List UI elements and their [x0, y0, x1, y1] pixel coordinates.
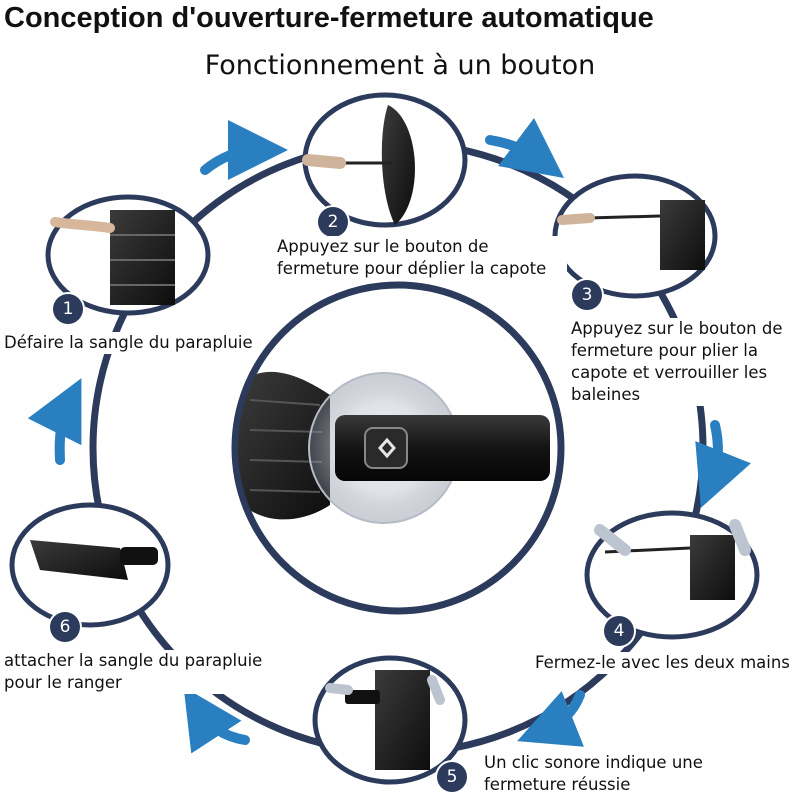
step-3-image [552, 173, 718, 299]
step-4-number: 4 [604, 616, 634, 646]
page-title: Conception d'ouverture-fermeture automat… [4, 2, 654, 34]
step-5-text: Un clic sonore indique une fermeture réu… [484, 752, 744, 796]
step-1-number: 1 [53, 294, 83, 324]
cycle-arrows [27, 118, 751, 754]
arrow-1-to-2 [200, 120, 288, 181]
arrow-4-to-5 [517, 690, 585, 747]
step-4-text: Fermez-le avec les deux mains [535, 652, 797, 674]
arrow-5-to-6 [183, 686, 250, 754]
step-5-image [312, 655, 468, 785]
step-1-image [45, 194, 211, 316]
step-3-number: 3 [572, 280, 602, 310]
arrow-6-to-1 [27, 378, 82, 465]
step-2-image [302, 92, 468, 228]
step-3-text: Appuyez sur le bouton de fermeture pour … [571, 318, 796, 406]
step-5-number: 5 [437, 762, 467, 792]
page-subtitle: Fonctionnement à un bouton [204, 50, 596, 81]
step-6-text: attacher la sangle du parapluie pour le … [4, 650, 289, 694]
step-6-number: 6 [50, 612, 80, 642]
step-4-image [584, 510, 760, 640]
step-2-text: Appuyez sur le bouton de fermeture pour … [277, 236, 567, 280]
arrow-2-to-3 [485, 118, 565, 178]
central-button-closeup [231, 281, 565, 615]
step-1-text: Défaire la sangle du parapluie [4, 332, 254, 354]
step-6-image [9, 502, 171, 628]
arrow-3-to-4 [695, 420, 751, 508]
step-2-number: 2 [318, 207, 348, 237]
